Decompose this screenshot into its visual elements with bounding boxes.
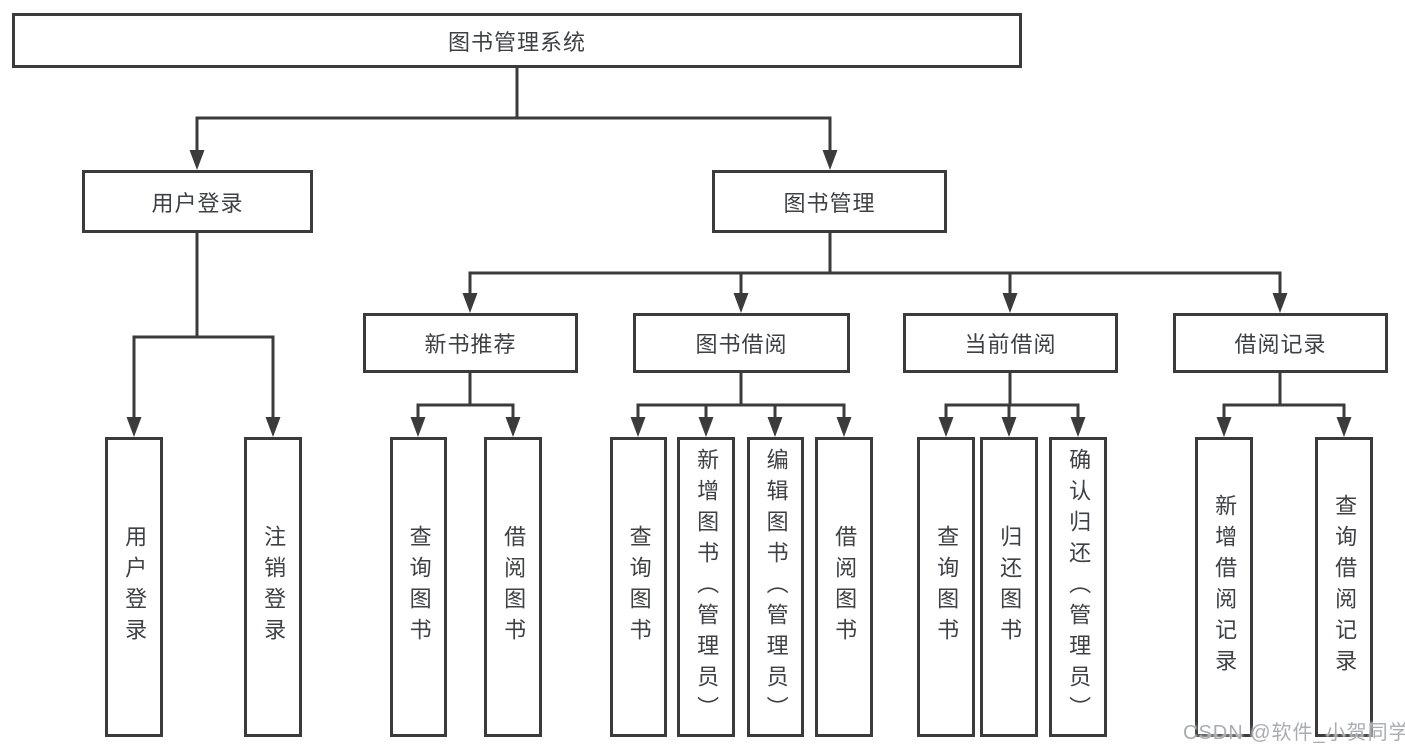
- leaf-borrow-borrow-book: 借阅图书: [815, 437, 873, 737]
- watermark: CSDN @软件_小贺同学: [1183, 722, 1405, 744]
- node-label: 查询借阅记录: [1332, 494, 1358, 680]
- node-label: 编辑图书（管理员）: [763, 447, 789, 727]
- leaf-recommend-borrow-book: 借阅图书: [484, 437, 542, 737]
- node-label: 查询图书: [626, 525, 652, 649]
- leaf-borrow-query-book: 查询图书: [610, 437, 667, 737]
- node-label: 注销登录: [261, 525, 287, 649]
- leaf-borrow-add-book-admin: 新增图书（管理员）: [677, 437, 735, 737]
- connector-path: [132, 68, 1346, 418]
- node-label: 用户登录: [151, 190, 244, 216]
- node-user-login: 用户登录: [82, 170, 313, 233]
- node-book-management: 图书管理: [712, 170, 947, 233]
- node-book-borrow: 图书借阅: [633, 313, 850, 373]
- node-library-system: 图书管理系统: [12, 13, 1022, 68]
- leaf-logout: 注销登录: [244, 437, 302, 737]
- node-label: 新增图书（管理员）: [694, 447, 720, 727]
- node-borrow-record: 借阅记录: [1173, 313, 1388, 373]
- node-label: 新增借阅记录: [1212, 494, 1238, 680]
- leaf-record-query: 查询借阅记录: [1315, 437, 1373, 737]
- node-label: 图书管理系统: [447, 29, 586, 55]
- node-label: 查询图书: [406, 525, 432, 649]
- node-label: 新书推荐: [424, 332, 517, 357]
- arrowhead-icons: [126, 150, 1352, 437]
- leaf-user-login: 用户登录: [105, 437, 163, 737]
- leaf-record-add: 新增借阅记录: [1195, 437, 1253, 737]
- leaf-recommend-query-book: 查询图书: [390, 437, 447, 737]
- leaf-current-query-book: 查询图书: [917, 437, 975, 737]
- leaf-borrow-edit-book-admin: 编辑图书（管理员）: [747, 437, 804, 737]
- node-label: 确认归还（管理员）: [1066, 447, 1092, 727]
- leaf-current-confirm-return-admin: 确认归还（管理员）: [1049, 437, 1107, 737]
- node-label: 图书管理: [783, 190, 876, 216]
- node-label: 当前借阅: [964, 332, 1057, 357]
- node-label: 用户登录: [122, 525, 148, 649]
- node-label: 归还图书: [997, 525, 1023, 649]
- node-label: 查询图书: [934, 525, 960, 649]
- leaf-current-return-book: 归还图书: [980, 437, 1038, 737]
- node-label: 借阅记录: [1234, 332, 1327, 357]
- node-label: 图书借阅: [695, 332, 788, 357]
- node-current-borrow: 当前借阅: [903, 313, 1118, 373]
- node-new-book-recommend: 新书推荐: [363, 313, 578, 373]
- node-label: 借阅图书: [501, 525, 527, 649]
- node-label: 借阅图书: [832, 525, 858, 649]
